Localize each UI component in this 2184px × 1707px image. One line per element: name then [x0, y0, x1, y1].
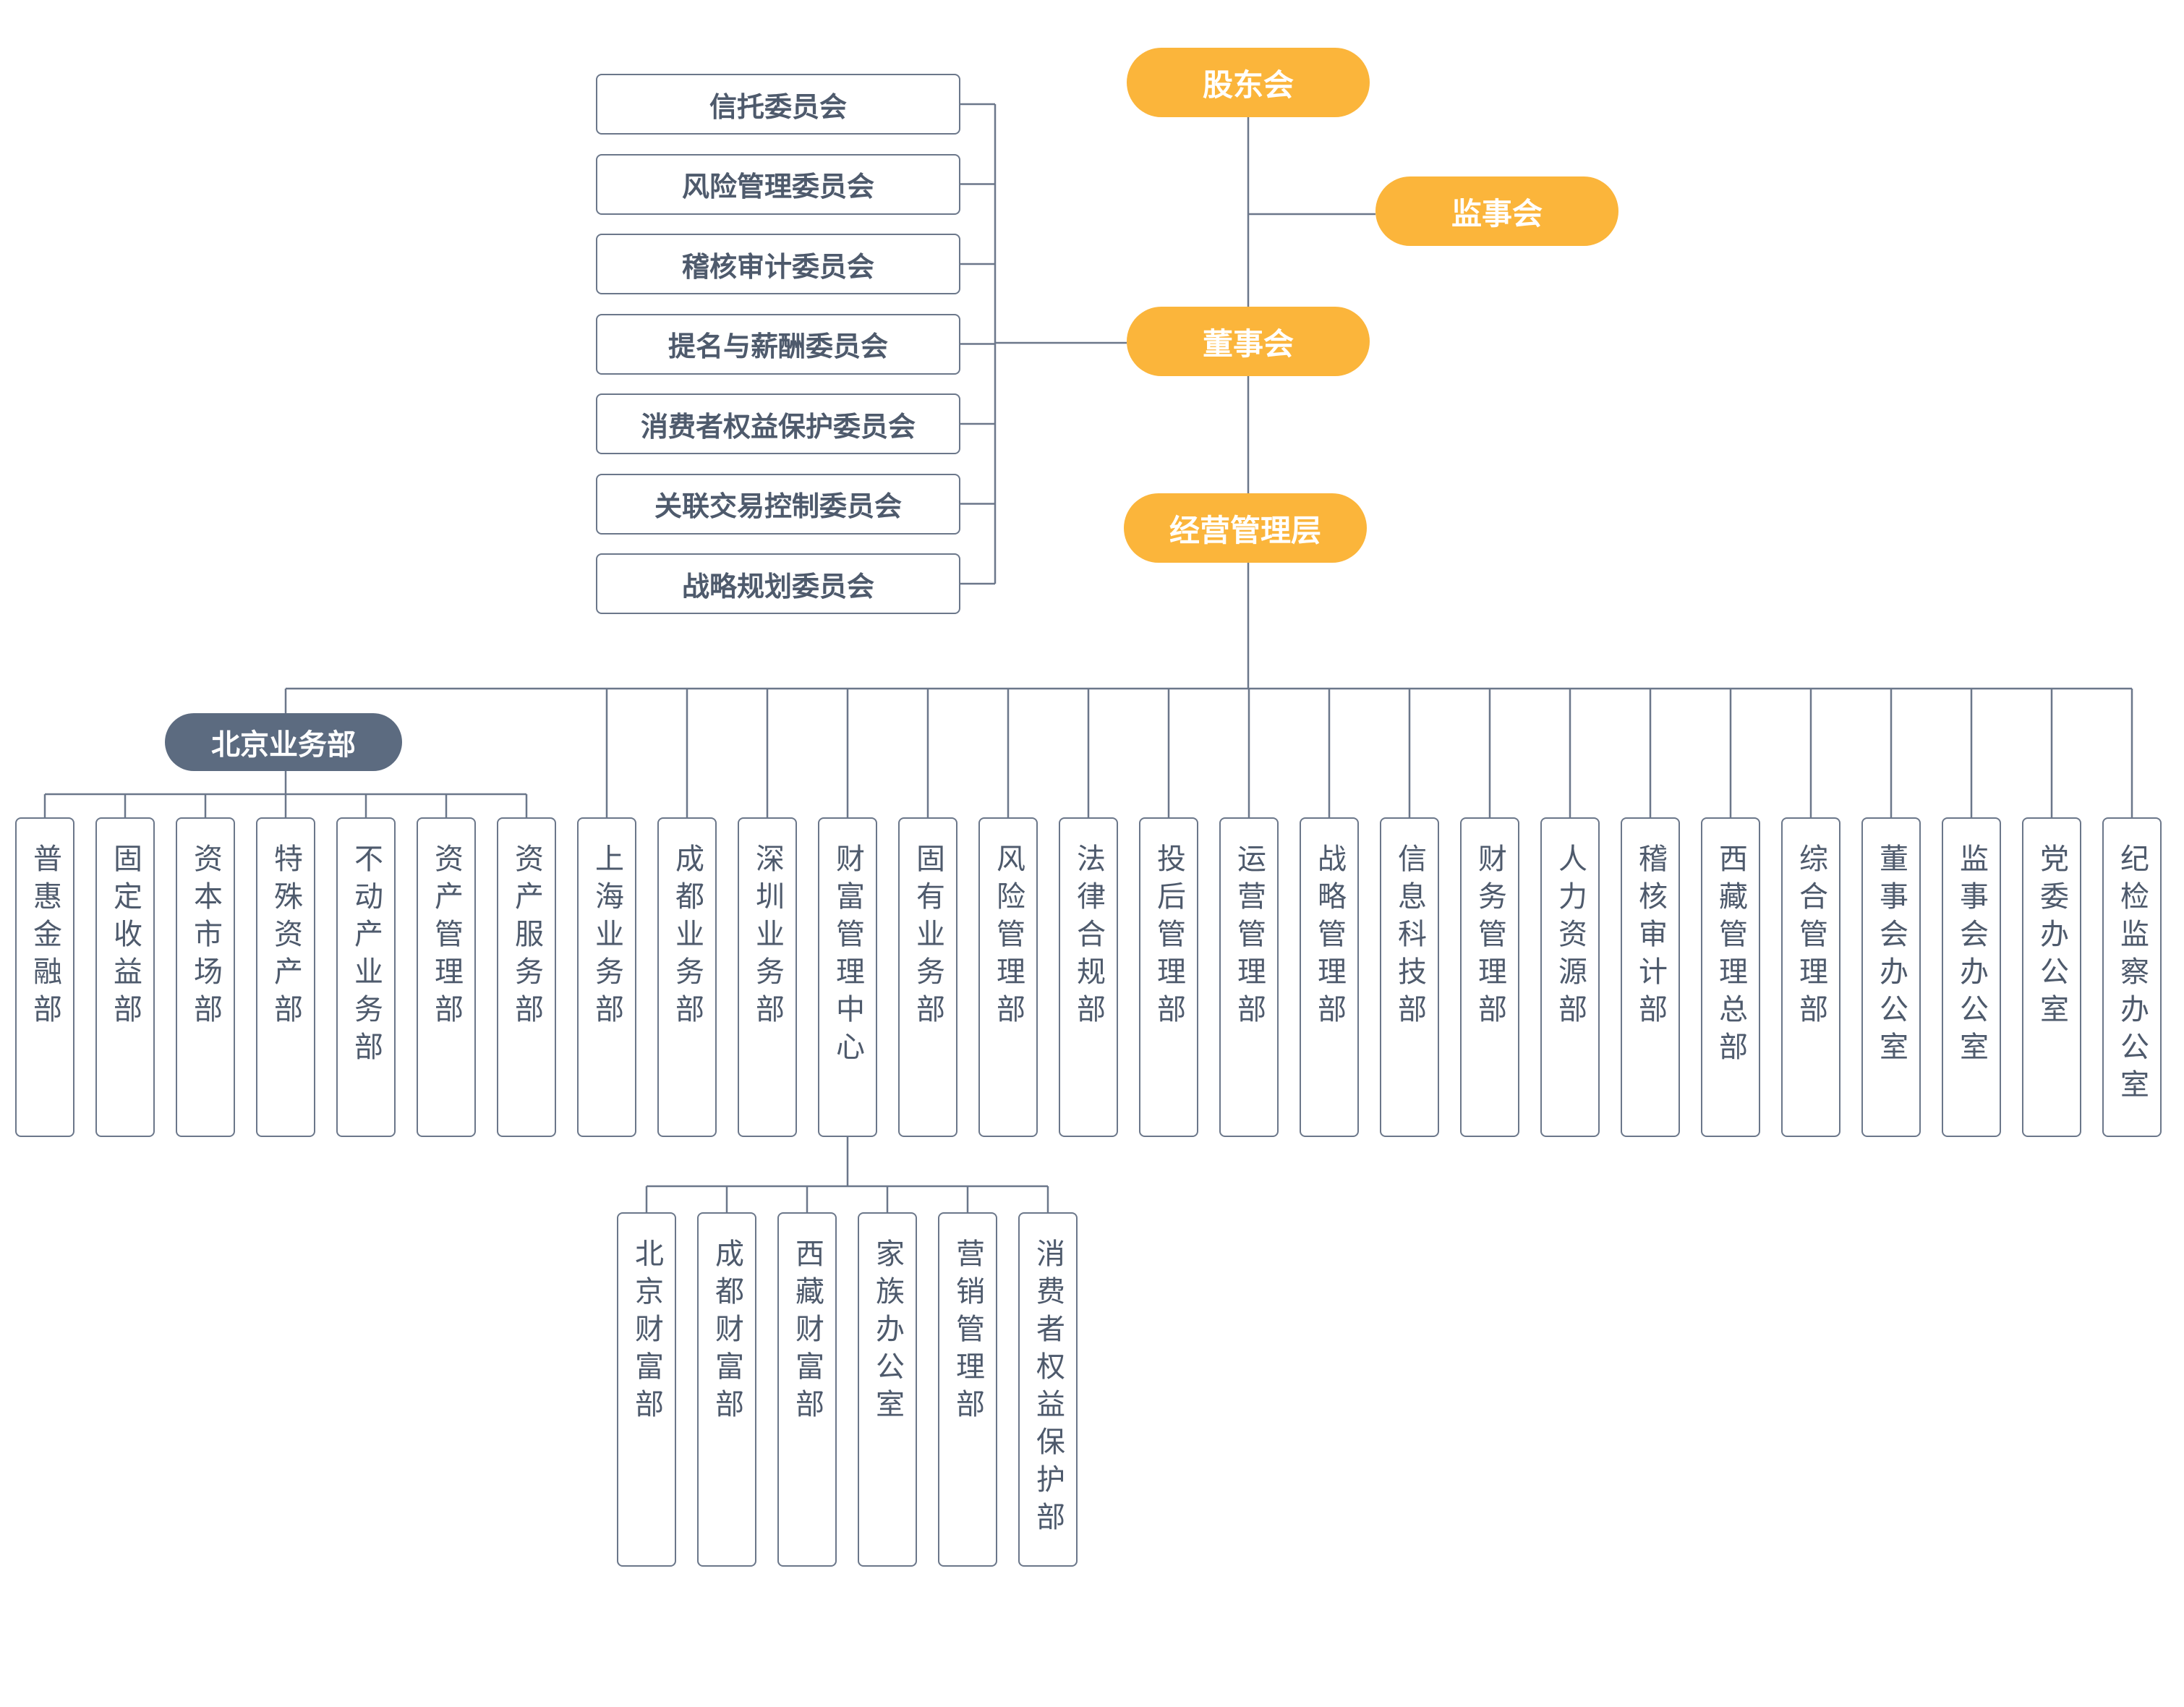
board-node: 董事会: [1127, 307, 1370, 376]
department-box: 监事会办公室: [1942, 817, 2001, 1137]
committee-box: 风险管理委员会: [596, 153, 960, 215]
department-box: 财务管理部: [1460, 817, 1519, 1137]
department-box: 资产管理部: [417, 817, 476, 1137]
committee-box: 战略规划委员会: [596, 553, 960, 614]
department-box: 法律合规部: [1059, 817, 1118, 1137]
department-box: 固有业务部: [898, 817, 957, 1137]
department-box: 风险管理部: [978, 817, 1038, 1137]
department-box: 财富管理中心: [818, 817, 877, 1137]
management-node: 经营管理层: [1124, 493, 1367, 563]
department-box: 战略管理部: [1300, 817, 1359, 1137]
department-box: 人力资源部: [1540, 817, 1600, 1137]
department-box: 资本市场部: [176, 817, 235, 1137]
department-box: 不动产业务部: [336, 817, 396, 1137]
committee-box: 消费者权益保护委员会: [596, 393, 960, 454]
department-box: 营销管理部: [938, 1212, 997, 1567]
department-box: 深圳业务部: [738, 817, 797, 1137]
department-box: 投后管理部: [1139, 817, 1198, 1137]
supervisory-board-node: 监事会: [1375, 176, 1618, 246]
committee-box: 稽核审计委员会: [596, 234, 960, 294]
committee-box: 关联交易控制委员会: [596, 473, 960, 535]
beijing-business-node: 北京业务部: [165, 713, 402, 771]
department-box: 北京财富部: [617, 1212, 676, 1567]
department-box: 稽核审计部: [1621, 817, 1680, 1137]
department-box: 西藏财富部: [777, 1212, 837, 1567]
department-box: 固定收益部: [95, 817, 155, 1137]
department-box: 西藏管理总部: [1701, 817, 1760, 1137]
department-box: 党委办公室: [2022, 817, 2081, 1137]
department-box: 信息科技部: [1380, 817, 1439, 1137]
department-box: 资产服务部: [497, 817, 556, 1137]
committee-box: 信托委员会: [596, 74, 960, 135]
department-box: 普惠金融部: [15, 817, 74, 1137]
department-box: 运营管理部: [1219, 817, 1279, 1137]
department-box: 成都业务部: [657, 817, 717, 1137]
department-box: 纪检监察办公室: [2102, 817, 2162, 1137]
department-box: 特殊资产部: [256, 817, 315, 1137]
department-box: 上海业务部: [577, 817, 636, 1137]
department-box: 董事会办公室: [1861, 817, 1921, 1137]
department-box: 成都财富部: [697, 1212, 756, 1567]
department-box: 消费者权益保护部: [1018, 1212, 1078, 1567]
committee-box: 提名与薪酬委员会: [596, 313, 960, 375]
shareholders-node: 股东会: [1127, 48, 1370, 117]
department-box: 家族办公室: [858, 1212, 917, 1567]
department-box: 综合管理部: [1781, 817, 1840, 1137]
